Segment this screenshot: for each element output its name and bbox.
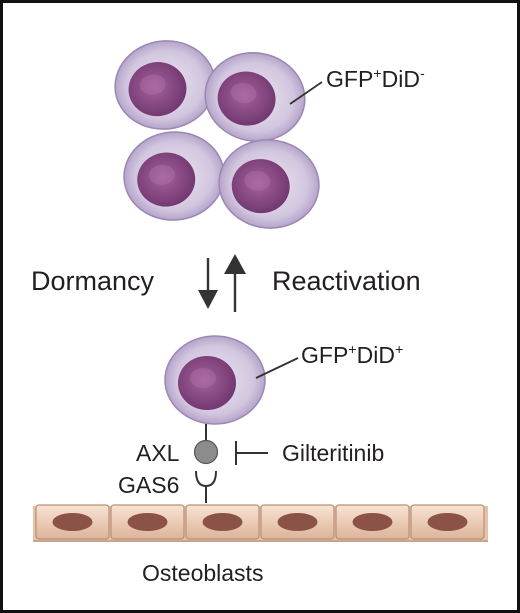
label-gfp-did-pos: GFP+DiD+	[301, 342, 404, 368]
osteoblast-cell	[335, 504, 410, 540]
osteoblast-nucleus	[127, 513, 168, 531]
osteoblast-nucleus	[277, 513, 318, 531]
label-reactivation: Reactivation	[272, 266, 421, 296]
osteoblast-nucleus	[427, 513, 468, 531]
label-osteoblasts: Osteoblasts	[142, 560, 264, 586]
axl-receptor-icon	[193, 439, 219, 465]
osteoblast-nucleus	[352, 513, 393, 531]
dormancy-arrow	[198, 258, 218, 309]
osteoblast-nucleus	[52, 513, 93, 531]
osteoblast-cell	[410, 504, 485, 540]
label-gilteritinib: Gilteritinib	[282, 440, 385, 466]
label-pointer-top	[289, 81, 323, 105]
osteoblast-cell	[110, 504, 185, 540]
label-gfp-did-neg: GFP+DiD-	[326, 66, 425, 92]
inhibition-icon	[235, 441, 268, 465]
label-pointer-single	[255, 357, 299, 379]
osteoblast-cell	[185, 504, 260, 540]
reactivation-arrow	[224, 254, 246, 312]
osteoblast-nucleus	[202, 513, 243, 531]
osteoblast-cell	[260, 504, 335, 540]
label-axl: AXL	[136, 440, 180, 466]
label-gas6: GAS6	[118, 472, 180, 498]
label-dormancy: Dormancy	[31, 266, 155, 296]
osteoblast-cell	[35, 504, 110, 540]
gas6-ligand-icon	[195, 470, 217, 503]
